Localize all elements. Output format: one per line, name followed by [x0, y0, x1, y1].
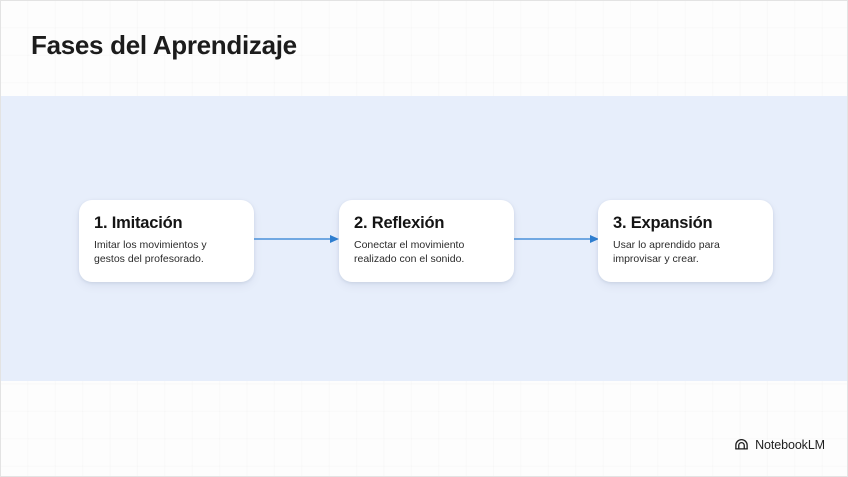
header-band: Fases del Aprendizaje — [1, 1, 847, 96]
flow-card-description: Usar lo aprendido para improvisar y crea… — [613, 239, 720, 265]
arrow-2-to-3-icon — [514, 234, 599, 244]
flow-card-title: 2. Reflexión — [354, 214, 445, 232]
flow-card-reflexion[interactable]: 2. Reflexión Conectar el movimiento real… — [339, 200, 514, 282]
flow-card-title: 3. Expansión — [613, 214, 713, 232]
notebooklm-branding: NotebookLM — [734, 437, 825, 452]
flow-card-expansion[interactable]: 3. Expansión Usar lo aprendido para impr… — [598, 200, 773, 282]
page-title: Fases del Aprendizaje — [31, 30, 297, 60]
flow-card-description: Imitar los movimientos y gestos del prof… — [94, 239, 207, 265]
process-flow-diagram: 1. Imitación Imitar los movimientos y ge… — [1, 96, 847, 381]
flow-card-description: Conectar el movimiento realizado con el … — [354, 239, 465, 265]
notebooklm-icon — [735, 439, 748, 450]
flow-card-imitacion[interactable]: 1. Imitación Imitar los movimientos y ge… — [79, 200, 254, 282]
notebooklm-wordmark: NotebookLM — [755, 437, 825, 452]
arrow-1-to-2-icon — [254, 234, 339, 244]
flow-card-title: 1. Imitación — [94, 214, 183, 232]
